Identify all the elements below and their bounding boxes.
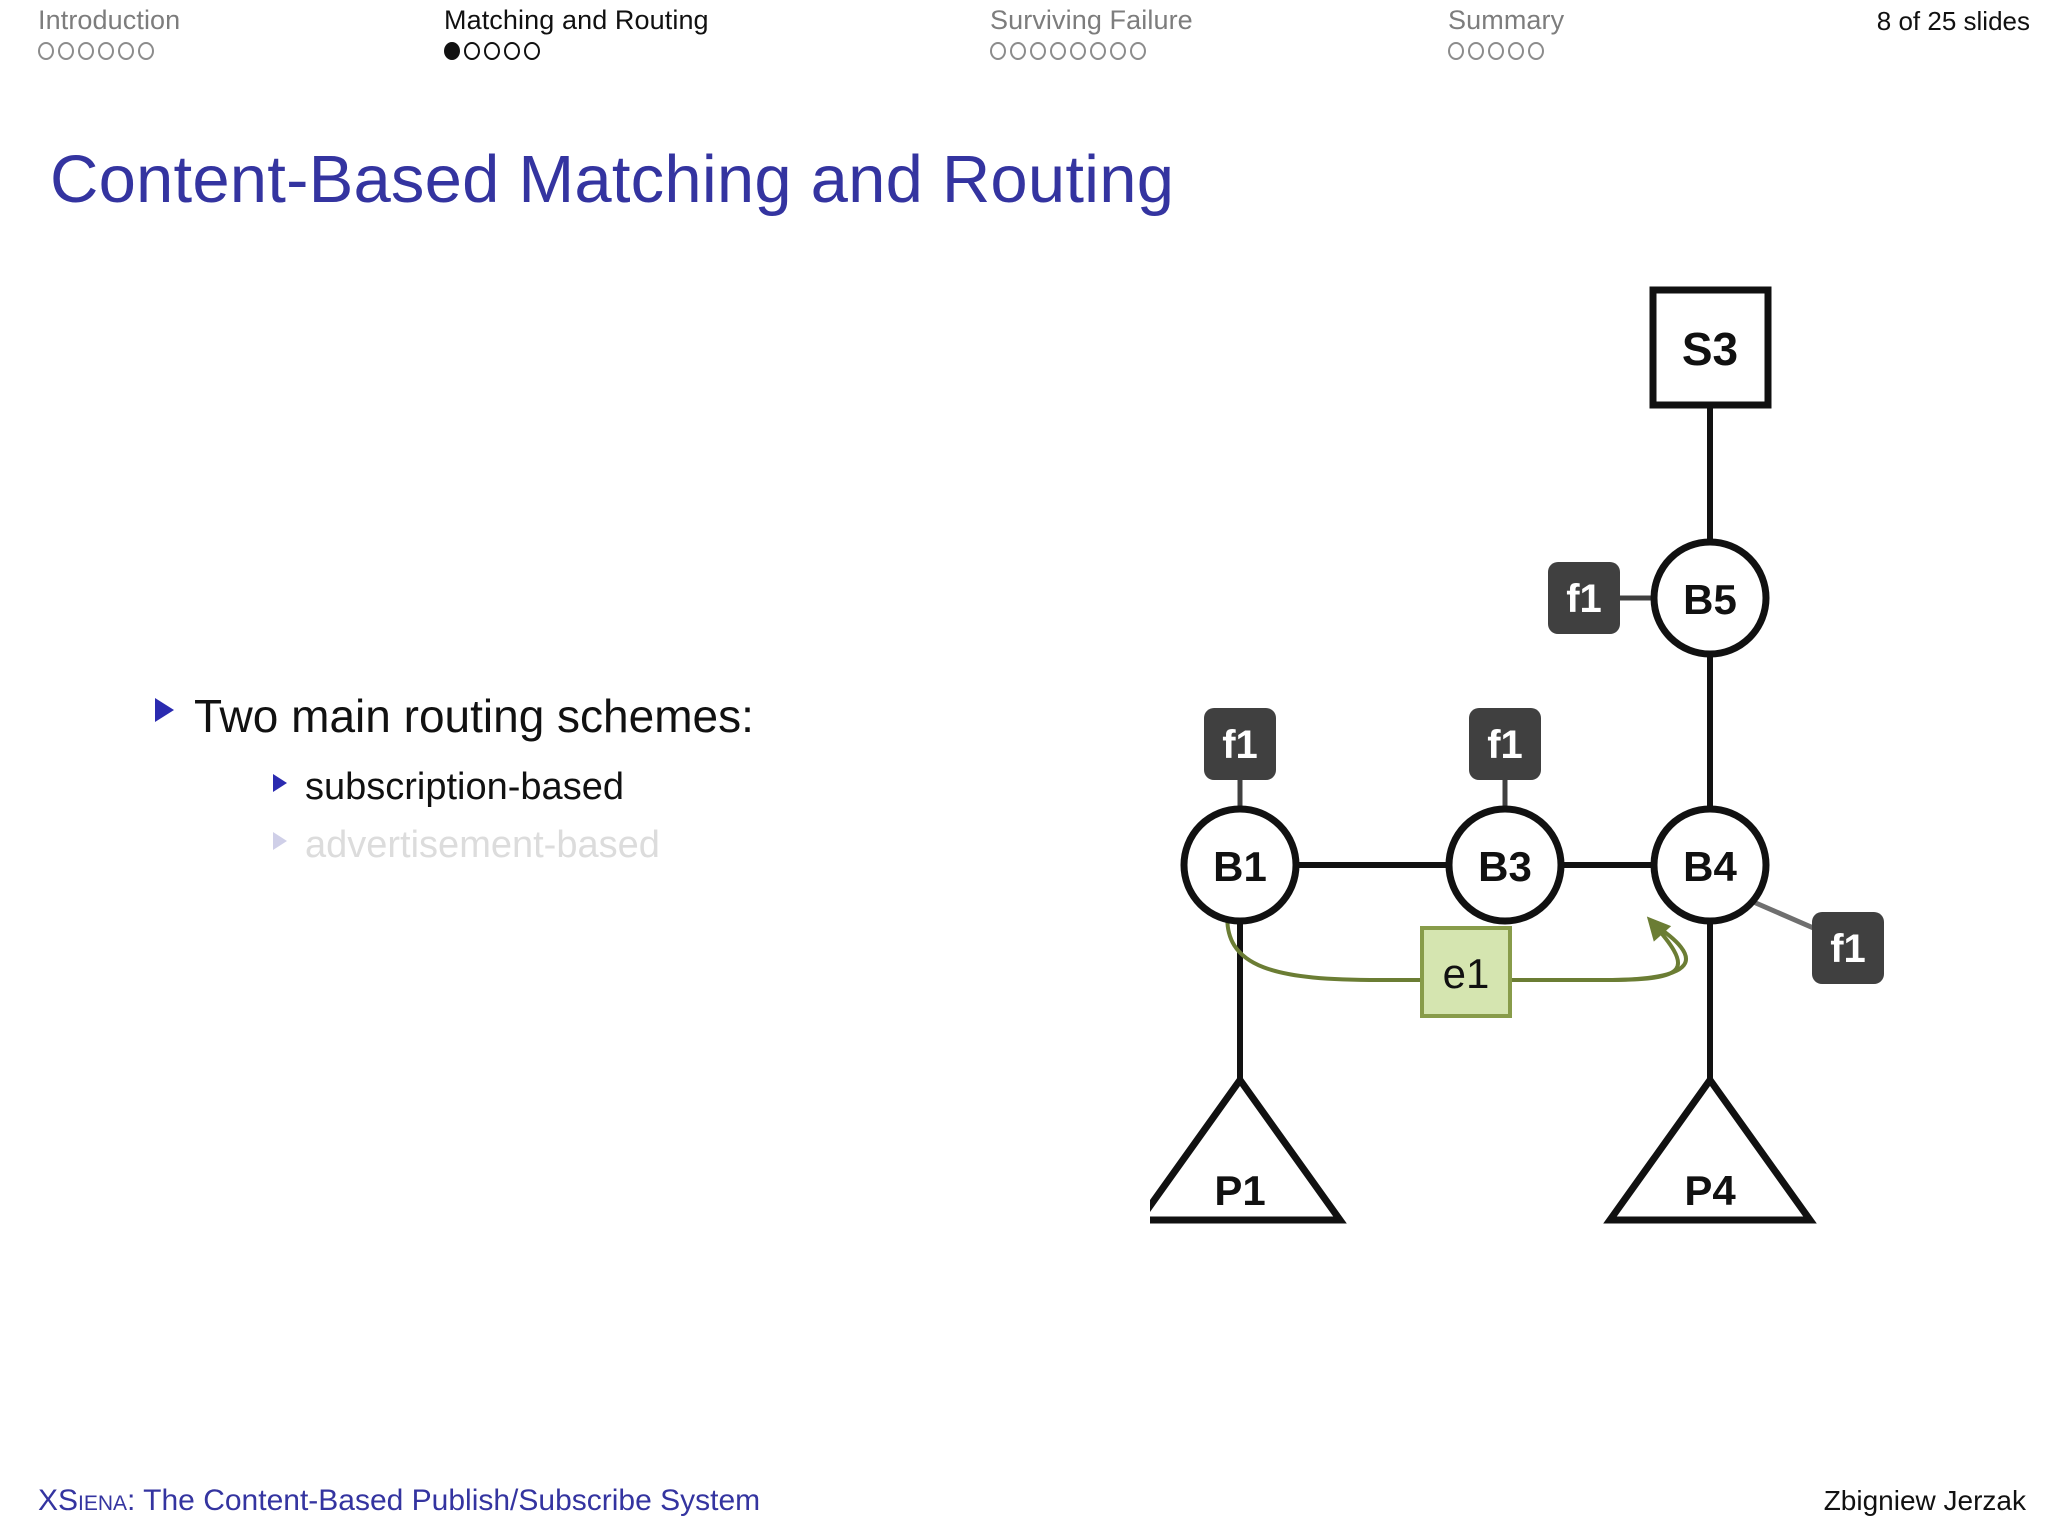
footer-title-rest: : The Content-Based Publish/Subscribe Sy… [127, 1484, 761, 1517]
filter-badge-b3[interactable]: f1 [1469, 708, 1541, 780]
filter-badge-shape[interactable] [1204, 708, 1276, 780]
nav-section-surviving-failure[interactable]: Surviving Failure [990, 4, 1193, 60]
filter-badge-b1[interactable]: f1 [1204, 708, 1276, 780]
nav-dot[interactable] [1488, 42, 1504, 60]
footer: XSiena: The Content-Based Publish/Subscr… [0, 1480, 2048, 1526]
node-b3[interactable]: B3 [1445, 805, 1565, 925]
event-node-e1[interactable]: e1 [1420, 926, 1512, 1018]
filter-badge-b5[interactable]: f1 [1548, 562, 1620, 634]
bullet-item-subscription-based: subscription-based [273, 764, 1035, 810]
footer-brand-rest: Siena [58, 1484, 128, 1517]
nav-section-summary[interactable]: Summary [1448, 4, 1564, 60]
nav-dot[interactable] [524, 42, 540, 60]
nav-dot[interactable] [1110, 42, 1126, 60]
nav-dot[interactable] [1030, 42, 1046, 60]
nav-section-label: Summary [1448, 5, 1565, 35]
nav-section-introduction[interactable]: Introduction [38, 4, 180, 60]
event-route-b1-to-b3 [1225, 907, 1688, 982]
nav-dot[interactable] [58, 42, 74, 60]
network-diagram: e1 S3 B5 B1 B3 B4 P1 [1150, 280, 2048, 1340]
filter-badge-shape[interactable] [1548, 562, 1620, 634]
node-b4-label: B4 [1683, 843, 1737, 890]
nav-dot-current[interactable] [444, 42, 460, 60]
nav-dots-introduction [38, 42, 180, 60]
bullet-item-advertisement-based: advertisement-based [273, 822, 1035, 868]
node-p1-shape[interactable] [1150, 1073, 1347, 1224]
nav-dot[interactable] [38, 42, 54, 60]
nav-dot[interactable] [1090, 42, 1106, 60]
event-arrow-path [1225, 907, 1681, 982]
node-s3-label: S3 [1682, 323, 1738, 375]
footer-title: XSiena: The Content-Based Publish/Subscr… [38, 1480, 760, 1522]
event-label: e1 [1443, 950, 1490, 997]
nav-dot[interactable] [484, 42, 500, 60]
filter-badge-shape[interactable] [1812, 912, 1884, 984]
bullet-list: Two main routing schemes: subscription-b… [155, 690, 1035, 880]
node-b5-shape[interactable] [1650, 538, 1770, 658]
node-b3-shape[interactable] [1445, 805, 1565, 925]
nav-dots-summary [1448, 42, 1564, 60]
node-p4-shape[interactable] [1603, 1073, 1817, 1224]
nav-dot[interactable] [1468, 42, 1484, 60]
slide-counter: 8 of 25 slides [1876, 6, 2030, 36]
bullet-triangle-icon [273, 774, 287, 792]
nav-dot[interactable] [78, 42, 94, 60]
nav-dot[interactable] [98, 42, 114, 60]
nav-dots-matching-and-routing [444, 42, 709, 60]
nav-dot[interactable] [1130, 42, 1146, 60]
node-p1[interactable]: P1 [1150, 1073, 1347, 1224]
footer-author: Zbigniew Jerzak [1823, 1485, 2026, 1516]
filter-badge-label: f1 [1487, 723, 1523, 767]
bullet-triangle-icon [155, 698, 174, 722]
filter-badge-label: f1 [1222, 723, 1258, 767]
filter-badge-label: f1 [1830, 927, 1866, 971]
bullet-item-two-main-routing-schemes: Two main routing schemes: [155, 690, 1035, 742]
nav-dot[interactable] [138, 42, 154, 60]
bullet-label: advertisement-based [305, 824, 660, 866]
node-b1[interactable]: B1 [1180, 805, 1300, 925]
nav-dot[interactable] [990, 42, 1006, 60]
node-b1-label: B1 [1213, 843, 1267, 890]
node-b4[interactable]: B4 [1650, 805, 1770, 925]
event-box[interactable] [1420, 926, 1512, 1018]
node-b5[interactable]: B5 [1650, 538, 1770, 658]
headline-navigation: Introduction Matching and Routing Surviv… [0, 0, 2048, 78]
node-s3-shape[interactable] [1649, 286, 1772, 409]
nav-dots-surviving-failure [990, 42, 1193, 60]
nav-dot[interactable] [1528, 42, 1544, 60]
nav-section-label: Introduction [38, 5, 181, 35]
bullet-label: subscription-based [305, 766, 624, 808]
nav-dot[interactable] [1010, 42, 1026, 60]
node-p4-label: P4 [1684, 1167, 1736, 1214]
nav-section-matching-and-routing[interactable]: Matching and Routing [444, 4, 709, 60]
filter-badge-shape[interactable] [1469, 708, 1541, 780]
node-b3-label: B3 [1478, 843, 1532, 890]
nav-section-label: Matching and Routing [444, 5, 709, 35]
node-s3[interactable]: S3 [1649, 286, 1772, 409]
filter-badge-label: f1 [1566, 577, 1602, 621]
node-p1-label: P1 [1214, 1167, 1265, 1214]
nav-dot[interactable] [118, 42, 134, 60]
nav-dot[interactable] [1050, 42, 1066, 60]
event-arrow-path-right [1604, 920, 1688, 982]
nav-section-label: Surviving Failure [990, 5, 1193, 35]
nav-dot[interactable] [1508, 42, 1524, 60]
footer-brand-initial: X [38, 1484, 59, 1517]
nav-dot[interactable] [504, 42, 520, 60]
node-b4-shape[interactable] [1650, 805, 1770, 925]
nav-dot[interactable] [1448, 42, 1464, 60]
page-title: Content-Based Matching and Routing [50, 141, 1175, 217]
node-p4[interactable]: P4 [1603, 1073, 1817, 1224]
nav-dot[interactable] [464, 42, 480, 60]
nav-dot[interactable] [1070, 42, 1086, 60]
node-b5-label: B5 [1683, 576, 1737, 623]
bullet-label: Two main routing schemes: [194, 690, 754, 742]
node-b1-shape[interactable] [1180, 805, 1300, 925]
filter-badge-b4[interactable]: f1 [1812, 912, 1884, 984]
bullet-triangle-icon [273, 832, 287, 850]
